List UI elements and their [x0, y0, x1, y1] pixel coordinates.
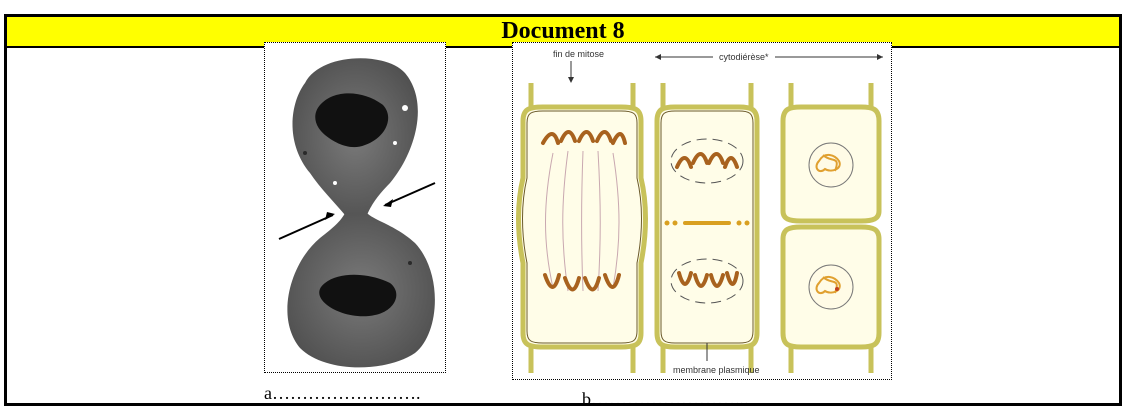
cell-3-two-daughter-cells — [783, 83, 879, 373]
cytokinesis-diagram-figure-b: fin de mitose cytodiérèse* — [512, 42, 892, 380]
cytokinesis-diagram: fin de mitose cytodiérèse* — [513, 43, 890, 378]
label-fin-de-mitose: fin de mitose — [553, 49, 604, 59]
label-membrane-plasmique: membrane plasmique — [673, 365, 760, 375]
cell-1-late-anaphase — [519, 83, 646, 373]
cell-micrograph-image — [265, 43, 444, 371]
micrograph-figure-a — [264, 42, 446, 373]
figure-b-caption: b……………………... — [582, 389, 749, 410]
cell-2-cell-plate-forming — [657, 83, 757, 373]
label-cytodierese: cytodiérèse* — [719, 52, 769, 62]
figure-a-caption: a……………………. — [264, 383, 421, 404]
